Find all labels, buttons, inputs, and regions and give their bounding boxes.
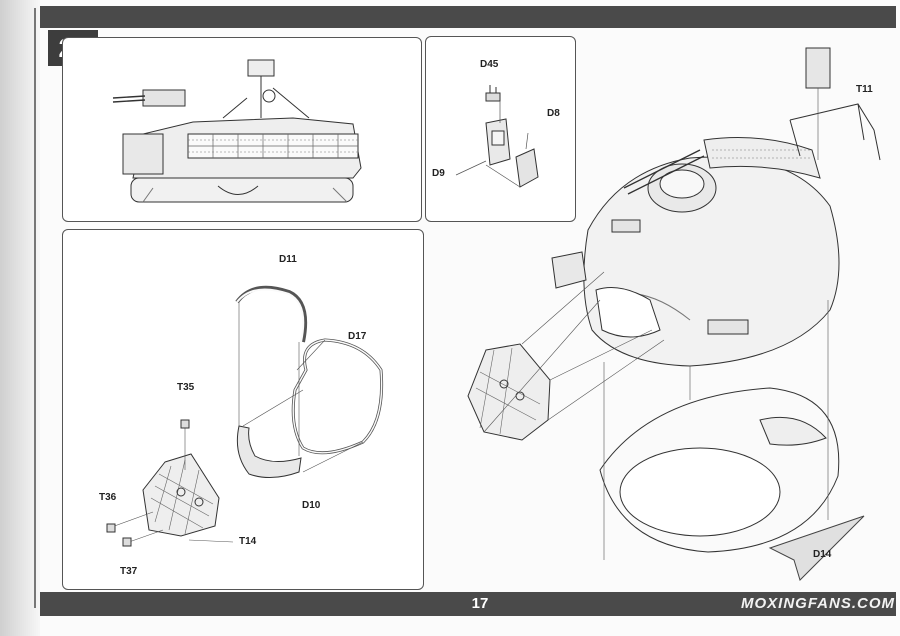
binding-line (34, 8, 36, 608)
part-label-d10: D10 (302, 500, 321, 511)
part-label-t11: T11 (856, 84, 873, 95)
footer-bar (40, 592, 896, 616)
hatch-assembly-drawing (106, 285, 384, 547)
hatch-parts-panel: D45 D8 D9 (425, 36, 576, 222)
part-label-d8: D8 (547, 108, 560, 119)
part-label-t37: T37 (120, 566, 138, 577)
part-label-t35: T35 (177, 382, 195, 393)
part-label-t36: T36 (99, 492, 117, 503)
page-stack-edge (0, 0, 40, 636)
header-bar (40, 6, 896, 28)
part-label-d11: D11 (279, 254, 297, 265)
part-label-d45: D45 (480, 59, 499, 70)
part-label-d14: D14 (813, 549, 832, 560)
part-label-d9: D9 (432, 168, 445, 179)
side-view-panel (62, 37, 422, 222)
hatch-parts-drawing (455, 85, 539, 188)
hull-side-view-drawing (112, 59, 362, 203)
part-label-t14: T14 (239, 536, 257, 547)
part-label-d17: D17 (348, 331, 367, 342)
hatch-assembly-panel: D11 D17 T35 D10 T36 T14 T37 (62, 229, 424, 590)
watermark-text: MOXINGFANS.COM (740, 595, 895, 612)
page-number: 17 (471, 595, 489, 612)
